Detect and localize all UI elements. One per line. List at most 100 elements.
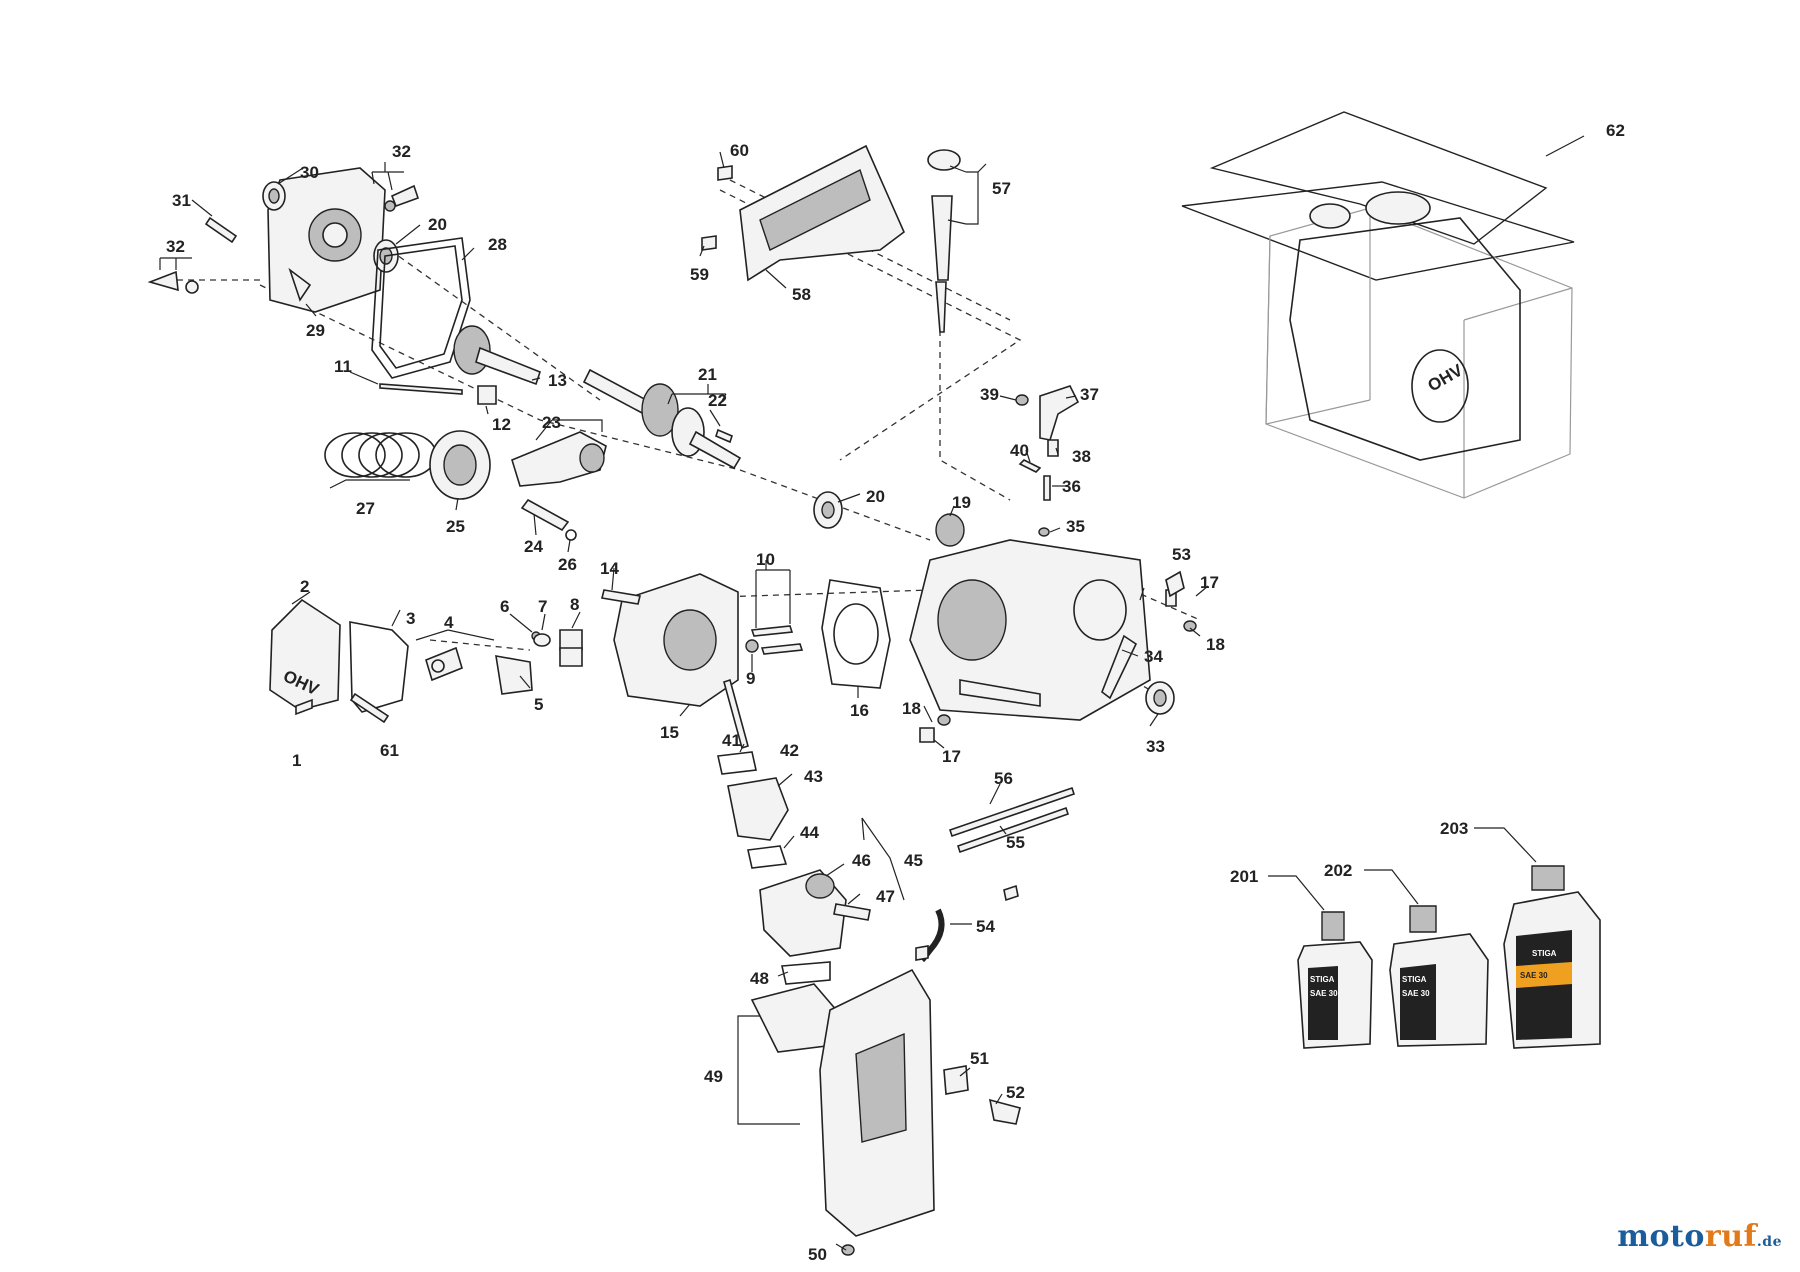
breather-plate-5 <box>495 655 533 695</box>
callout-18-bottom: 18 <box>902 699 921 718</box>
bolt-53 <box>1165 570 1185 598</box>
callout-32-left: 32 <box>166 237 185 256</box>
camshaft-13 <box>453 325 541 386</box>
callout-18-right: 18 <box>1206 635 1225 654</box>
callout-17-right: 17 <box>1200 573 1219 592</box>
callout-37: 37 <box>1080 385 1099 404</box>
washer-35 <box>1038 527 1050 537</box>
oil-bottle-201: STIGA SAE 30 <box>1297 911 1373 1049</box>
valve-spring-seat-7 <box>533 633 551 647</box>
connecting-rod-23 <box>511 431 607 487</box>
bottle-201-brand: STIGA <box>1310 975 1335 984</box>
callout-24: 24 <box>524 537 543 556</box>
insulator-43 <box>727 777 789 841</box>
callout-3: 3 <box>406 609 415 628</box>
callout-14: 14 <box>600 559 619 578</box>
gasket-28 <box>371 237 471 379</box>
callout-35: 35 <box>1066 517 1085 536</box>
watermark-part2: ruf <box>1704 1219 1757 1254</box>
callout-13: 13 <box>548 371 567 390</box>
callout-42: 42 <box>780 741 799 760</box>
key-52 <box>988 1098 1021 1125</box>
valve-cover-2: OHV <box>269 598 341 711</box>
bolt-1 <box>295 698 313 716</box>
oil-seal-33 <box>1145 681 1175 715</box>
callout-10: 10 <box>756 550 775 569</box>
callout-57: 57 <box>992 179 1011 198</box>
callout-16: 16 <box>850 701 869 720</box>
callout-46: 46 <box>852 851 871 870</box>
switch-51 <box>943 1065 969 1095</box>
callout-7: 7 <box>538 597 547 616</box>
gasket-42 <box>717 751 757 775</box>
callout-34: 34 <box>1144 647 1163 666</box>
watermark-part3: .de <box>1756 1234 1782 1250</box>
callout-41: 41 <box>722 731 741 750</box>
callout-50: 50 <box>808 1245 827 1264</box>
oil-bottle-202: STIGA SAE 30 <box>1389 905 1489 1047</box>
bottle-202-brand: STIGA <box>1402 975 1427 984</box>
washer-18a <box>1183 620 1197 632</box>
carburetor-45 <box>759 869 871 957</box>
callout-59: 59 <box>690 265 709 284</box>
callout-203: 203 <box>1440 819 1468 838</box>
callout-33: 33 <box>1146 737 1165 756</box>
callout-202: 202 <box>1324 861 1352 880</box>
bolt-14 <box>601 589 641 605</box>
callout-39: 39 <box>980 385 999 404</box>
callout-12: 12 <box>492 415 511 434</box>
crankcase-cover-29 <box>267 167 386 313</box>
drain-plug-32b <box>147 270 199 294</box>
watermark-part1: moto <box>1617 1219 1705 1254</box>
valves-10 <box>750 625 804 655</box>
callout-49: 49 <box>704 1067 723 1086</box>
piston-25 <box>429 430 491 500</box>
callout-45: 45 <box>904 851 923 870</box>
oil-filler-tube-57 <box>927 149 961 333</box>
callout-56: 56 <box>994 769 1013 788</box>
callout-29: 29 <box>306 321 325 340</box>
crankshaft-21 <box>582 368 742 470</box>
oil-bottle-203: STIGA SAE 30 <box>1503 865 1601 1049</box>
cylinder-head-15 <box>613 573 739 707</box>
callout-58: 58 <box>792 285 811 304</box>
callout-31: 31 <box>172 191 191 210</box>
callout-43: 43 <box>804 767 823 786</box>
bolt-60 <box>717 165 733 181</box>
callout-38: 38 <box>1072 447 1091 466</box>
piston-rings-27 <box>324 432 437 478</box>
bottle-202-grade: SAE 30 <box>1402 989 1430 998</box>
governor-shaft-36 <box>1043 475 1051 501</box>
nut-39 <box>1015 394 1029 406</box>
push-rod-11 <box>379 383 463 395</box>
bolt-38 <box>1047 439 1059 457</box>
oil-seal-30 <box>262 181 286 211</box>
callout-11: 11 <box>334 357 352 376</box>
callout-28: 28 <box>488 235 507 254</box>
shroud-58 <box>739 144 905 282</box>
rods-55-56 <box>948 786 1076 854</box>
callout-36: 36 <box>1062 477 1081 496</box>
callout-labels: 30 31 32 32 20 28 29 11 13 12 21 22 23 2… <box>166 121 1625 1264</box>
callout-26: 26 <box>558 555 577 574</box>
callout-6: 6 <box>500 597 509 616</box>
drain-plug-17b <box>919 727 935 743</box>
callout-5: 5 <box>534 695 543 714</box>
oil-seal-20b <box>813 491 843 529</box>
callout-19: 19 <box>952 493 971 512</box>
nut-50 <box>841 1244 855 1256</box>
bottle-201-grade: SAE 30 <box>1310 989 1338 998</box>
callout-27: 27 <box>356 499 375 518</box>
callout-40: 40 <box>1010 441 1029 460</box>
governor-lever-37 <box>1039 385 1080 441</box>
callout-201: 201 <box>1230 867 1258 886</box>
engine-ohv-text: OHV <box>1425 360 1467 395</box>
washer-18b <box>937 714 951 726</box>
callout-51: 51 <box>970 1049 989 1068</box>
head-gasket-16 <box>821 579 891 689</box>
governor-gear-19 <box>935 513 965 547</box>
pin-12 <box>477 385 497 405</box>
gasket-48 <box>781 961 831 985</box>
callout-20-mid: 20 <box>866 487 885 506</box>
